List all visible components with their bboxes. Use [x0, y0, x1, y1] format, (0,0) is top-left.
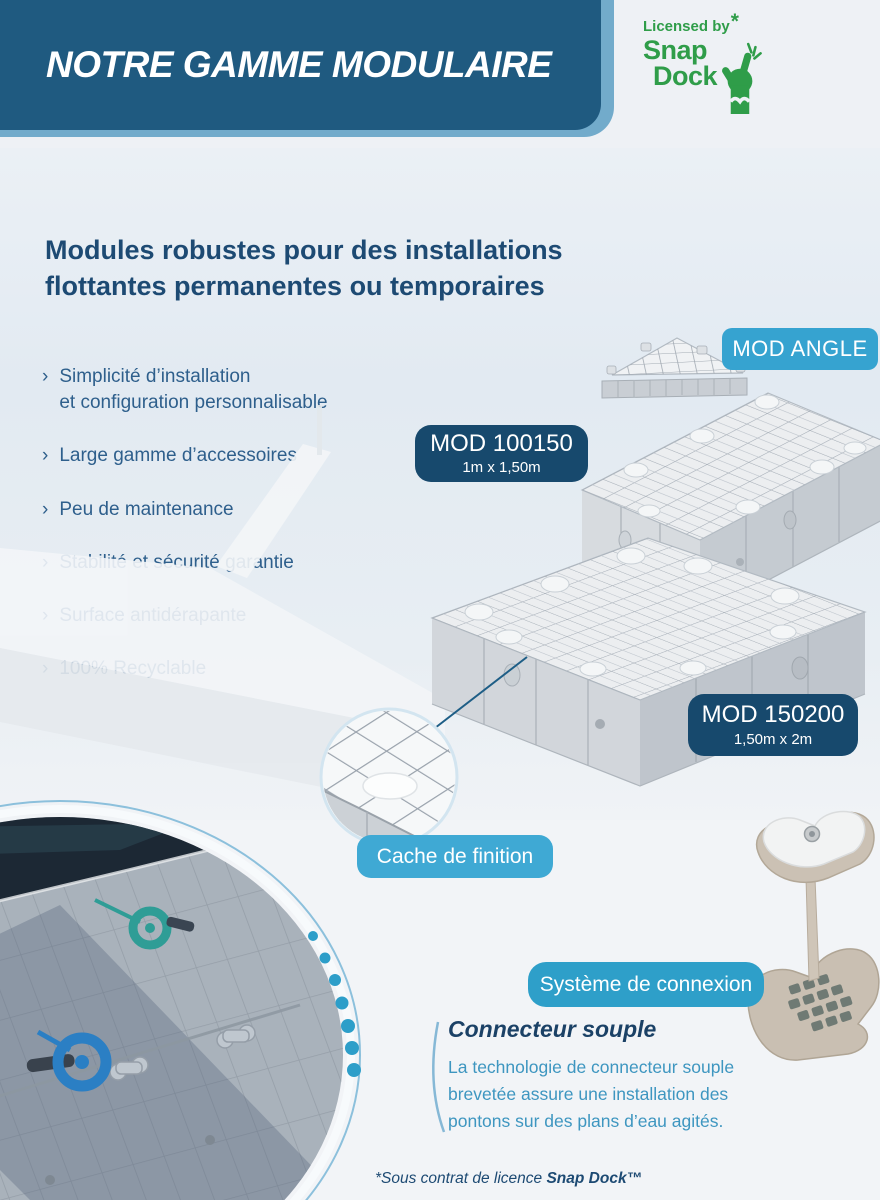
snapping-hand-icon: [722, 42, 762, 114]
systeme-connexion-text: Système de connexion: [539, 972, 753, 996]
footnote-brand: Snap Dock™: [546, 1170, 643, 1187]
snap-dock-wordmark: Snap Dock: [643, 35, 718, 91]
flexible-connector-illustration: [747, 810, 880, 1061]
text-bracket-curve: [432, 1021, 446, 1133]
label-mod-angle: MOD ANGLE: [722, 328, 878, 370]
list-item: › Peu de maintenance: [42, 497, 412, 523]
connector-section: Connecteur souple La technologie de conn…: [448, 1016, 783, 1135]
mod-150200-name: MOD 150200: [701, 701, 845, 729]
connector-description: La technologie de connecteur souple brev…: [448, 1057, 735, 1132]
bullet-chevron: ›: [42, 366, 49, 387]
intro-heading-line1: Modules robustes pour des installations: [45, 235, 563, 265]
cache-finition-text: Cache de finition: [376, 844, 534, 868]
connector-title: Connecteur souple: [448, 1016, 657, 1042]
intro-heading: Modules robustes pour des installations …: [45, 233, 563, 305]
list-item: › Large gamme d’accessoires: [42, 443, 412, 469]
label-systeme-de-connexion: Système de connexion: [528, 962, 764, 1007]
dock-photo-circle: [0, 800, 361, 1200]
snap-dock-logo: Snap Dock: [643, 35, 813, 114]
title-banner: NOTRE GAMME MODULAIRE: [0, 0, 601, 130]
bullet-chevron: ›: [42, 498, 49, 520]
footnote-prefix: *Sous contrat de licence: [375, 1170, 547, 1187]
dots-arc-decoration: [308, 931, 361, 1077]
label-mod-150200: MOD 150200 1,50m x 2m: [688, 694, 858, 756]
label-cache-de-finition: Cache de finition: [357, 835, 553, 878]
feature-text: Peu de maintenance: [59, 498, 234, 520]
mod-angle-module: [601, 337, 748, 399]
licensed-by-text: Licensed by*: [643, 10, 813, 37]
mod-100150-name: MOD 100150: [430, 429, 573, 457]
license-block: Licensed by* Snap Dock: [643, 10, 813, 114]
bullet-chevron: ›: [42, 445, 49, 467]
feature-text: Simplicité d’installation et configurati…: [59, 366, 328, 414]
intro-heading-line2: flottantes permanentes ou temporaires: [45, 270, 545, 301]
license-footnote: *Sous contrat de licence Snap Dock™: [375, 1170, 642, 1188]
mod-angle-name: MOD ANGLE: [732, 335, 868, 361]
mod-150200-size: 1,50m x 2m: [733, 730, 813, 748]
asterisk-mark: *: [730, 10, 739, 33]
page-title: NOTRE GAMME MODULAIRE: [46, 44, 552, 85]
licensed-by-label: Licensed by: [643, 18, 730, 35]
feature-text: Large gamme d’accessoires: [59, 445, 297, 467]
brand-word-dock: Dock: [653, 60, 718, 91]
list-item: › Simplicité d’installation et configura…: [42, 364, 412, 416]
mod-100150-size: 1m x 1,50m: [462, 459, 541, 477]
label-mod-100150: MOD 100150 1m x 1,50m: [415, 425, 588, 482]
brand-word-snap: Snap: [643, 35, 708, 65]
